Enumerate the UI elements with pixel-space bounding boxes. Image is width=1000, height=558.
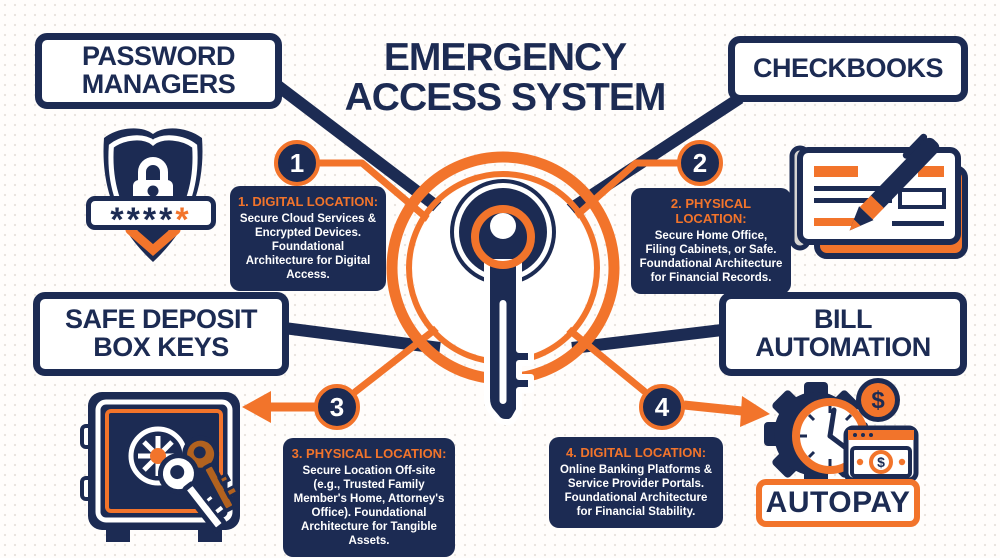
callout-3-body: Secure Location Off-site (e.g., Trusted …: [293, 464, 445, 548]
pen-icon: [849, 133, 940, 231]
autopay-label: AUTOPAY: [765, 486, 911, 519]
autopay-icon: $ $: [764, 378, 919, 486]
node-password-managers-label: PASSWORD MANAGERS: [81, 41, 236, 99]
callout-2: 2. PHYSICAL LOCATION: Secure Home Office…: [631, 188, 791, 294]
password-mask-accent: *: [175, 200, 192, 230]
marker-3: 3: [314, 384, 360, 430]
svg-text:$: $: [877, 454, 885, 470]
callout-3-heading: 3. PHYSICAL LOCATION:: [291, 446, 447, 461]
callout-1: 1. DIGITAL LOCATION: Secure Cloud Servic…: [230, 186, 386, 292]
node-checkbooks: CHECKBOOKS: [728, 36, 968, 102]
arrow-left-icon: [242, 391, 316, 423]
checkbook-icon: [789, 133, 968, 259]
central-emblem: [386, 151, 620, 425]
marker-2-label: 2: [692, 147, 708, 178]
marker-2: 2: [677, 140, 723, 186]
title-line-2: ACCESS SYSTEM: [344, 75, 667, 119]
shield-chevron: [125, 225, 181, 256]
callout-2-body: Secure Home Office, Filing Cabinets, or …: [639, 229, 783, 284]
shield-lock-icon: [103, 128, 203, 262]
arrow-right-icon: [683, 396, 770, 427]
node-safe-deposit-box-keys: SAFE DEPOSIT BOX KEYS: [33, 292, 289, 376]
line-checkbooks-to-center: [562, 92, 744, 218]
key-icon: [450, 179, 556, 425]
callout-4: 4. DIGITAL LOCATION: Online Banking Plat…: [549, 437, 723, 528]
callout-2-heading: 2. PHYSICAL LOCATION:: [670, 196, 752, 226]
marker-4: 4: [639, 384, 685, 430]
node-password-managers: PASSWORD MANAGERS: [35, 33, 282, 109]
keys-icon: [157, 435, 240, 533]
callout-4-body: Online Banking Platforms & Service Provi…: [559, 463, 713, 518]
node-checkbooks-label: CHECKBOOKS: [752, 53, 944, 84]
callout-1-body: Secure Cloud Services & Encrypted Device…: [239, 212, 377, 281]
dollar-bill-icon: $: [850, 446, 912, 478]
node-bill-automation: BILL AUTOMATION: [719, 292, 967, 376]
marker-1: 1: [274, 140, 320, 186]
marker-3-label: 3: [329, 391, 345, 422]
payment-window-icon: $: [843, 425, 919, 483]
node-bill-automation-label: BILL AUTOMATION: [755, 304, 931, 362]
autopay-badge: AUTOPAY: [756, 479, 920, 527]
callout-3: 3. PHYSICAL LOCATION: Secure Location Of…: [283, 438, 455, 558]
title-line-1: EMERGENCY: [383, 36, 627, 79]
dollar-coin-icon: $: [856, 378, 900, 422]
password-field: **** *: [86, 196, 216, 230]
callout-4-heading: 4. DIGITAL LOCATION:: [565, 445, 707, 460]
callout-1-heading: 1. DIGITAL LOCATION:: [237, 194, 379, 209]
marker-1-label: 1: [289, 147, 305, 178]
svg-text:$: $: [871, 387, 885, 414]
safe-keys-icon: [80, 392, 240, 542]
page-title: EMERGENCY ACCESS SYSTEM: [328, 38, 682, 118]
password-mask: ****: [110, 200, 176, 230]
marker-4-label: 4: [654, 391, 670, 422]
line-billautomation-to-center: [571, 324, 723, 354]
node-safe-deposit-label: SAFE DEPOSIT BOX KEYS: [64, 304, 258, 362]
